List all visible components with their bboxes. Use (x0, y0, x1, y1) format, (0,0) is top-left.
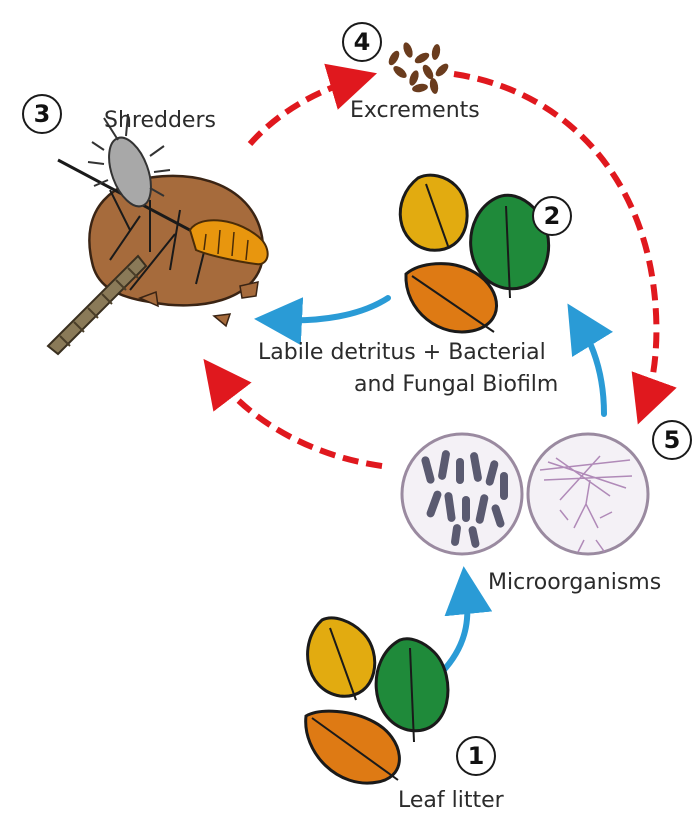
shredders-label: Shredders (104, 108, 216, 133)
step-4-badge: 4 (342, 22, 382, 62)
labile-label-line2: and Fungal Biofilm (354, 372, 558, 397)
shredders-illustration (48, 114, 268, 354)
arrow-shredders-to-excrements (250, 80, 354, 144)
step-1-badge: 1 (456, 736, 496, 776)
leaf-litter-leaves (306, 618, 448, 783)
leaf-litter-label: Leaf litter (398, 788, 504, 813)
labile-label-line1: Labile detritus + Bacterial (258, 340, 546, 365)
arrow-microorganisms-to-labile (580, 324, 604, 414)
arrow-leaflitter-to-microorganisms (442, 590, 467, 672)
labile-leaves (400, 175, 548, 332)
step-5-badge: 5 (652, 420, 692, 460)
excrement-pellets (387, 41, 451, 94)
microorganisms-label: Microorganisms (488, 570, 661, 595)
step-2-badge: 2 (532, 196, 572, 236)
step-3-badge: 3 (22, 94, 62, 134)
microorganism-dishes (402, 434, 648, 554)
arrow-labile-to-shredders (278, 298, 388, 320)
excrements-label: Excrements (350, 98, 480, 123)
